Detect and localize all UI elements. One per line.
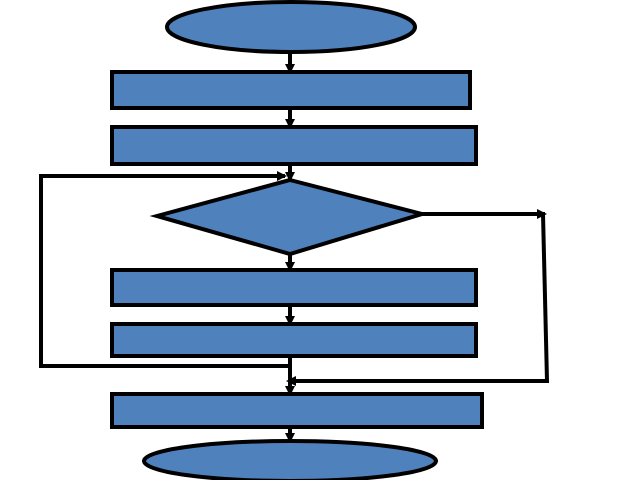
process-step-3 xyxy=(110,268,478,307)
process-step-4 xyxy=(110,322,478,358)
arrow-loop-back-to-decision xyxy=(39,171,290,368)
process-step-1 xyxy=(110,70,472,110)
nodes xyxy=(110,0,484,480)
end-terminal xyxy=(142,439,438,480)
process-step-2 xyxy=(110,125,478,166)
start-terminal xyxy=(165,0,417,54)
arrow-branch-return xyxy=(286,213,550,386)
process-step-5 xyxy=(110,392,484,429)
decision-diamond xyxy=(149,177,430,257)
